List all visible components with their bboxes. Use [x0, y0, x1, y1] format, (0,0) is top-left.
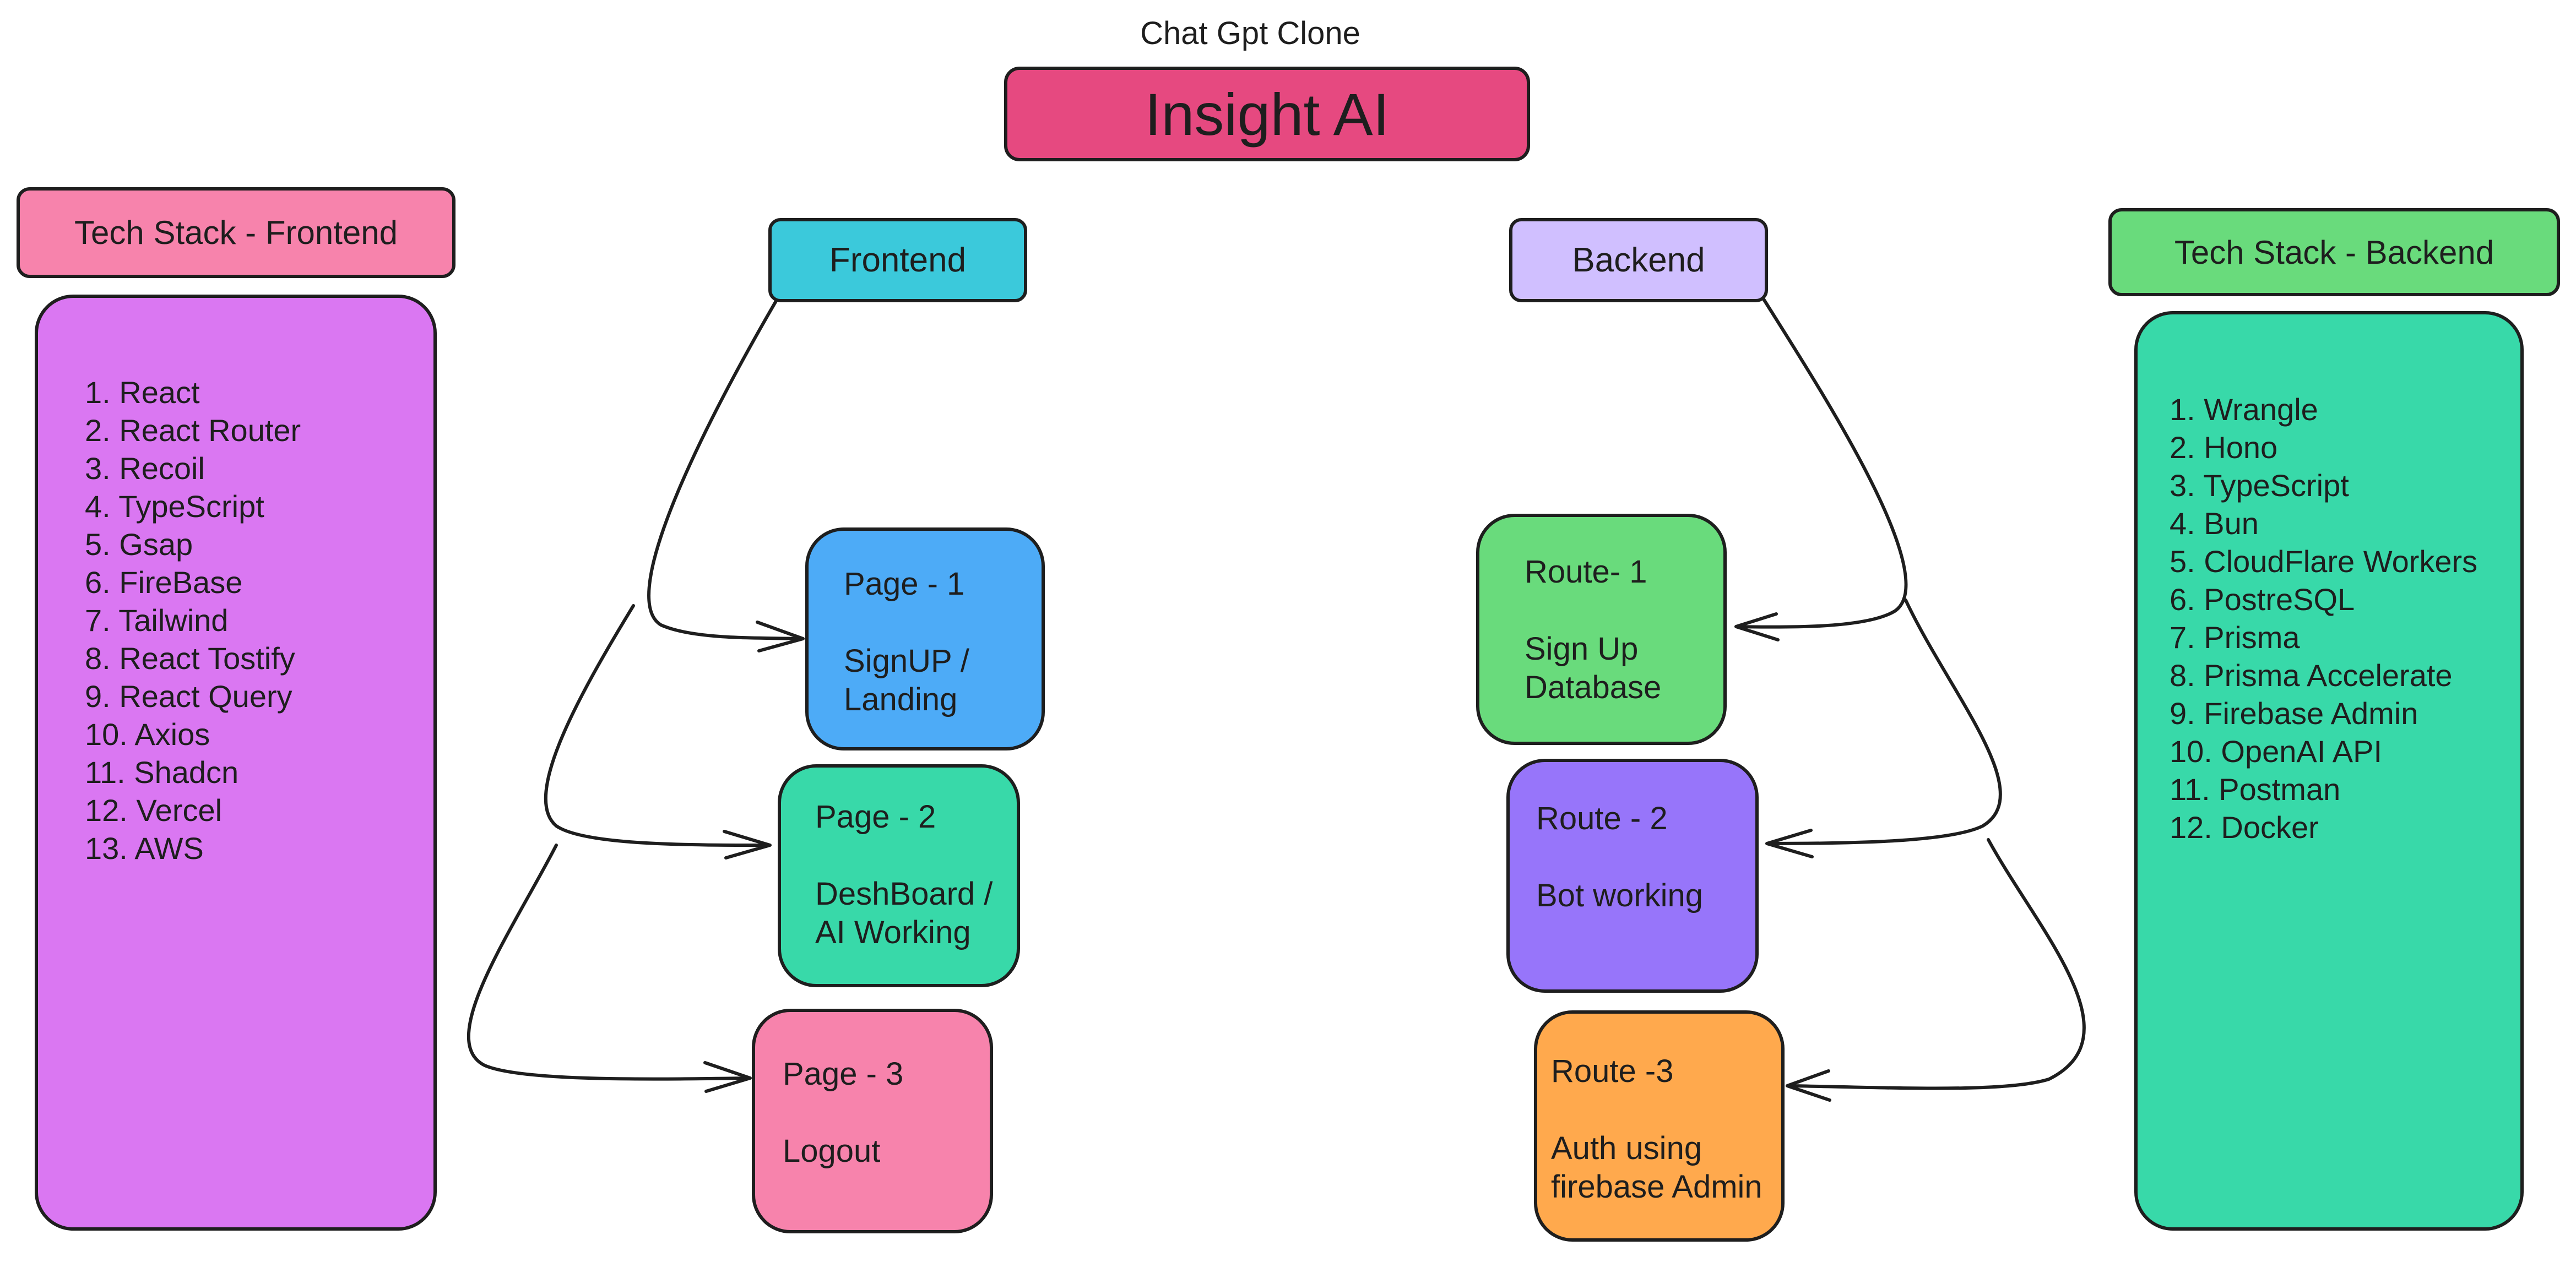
route-2-description: Bot working	[1536, 878, 1704, 913]
backend-stack-item: 12. Docker	[2170, 810, 2319, 845]
frontend-stack-item: 11. Shadcn	[85, 755, 239, 790]
frontend-stack-list: 1. React 2. React Router 3. Recoil 4. Ty…	[85, 373, 301, 867]
page-2-node: Page - 2 DeshBoard / AI Working	[778, 764, 1020, 987]
page-3-title: Page - 3	[783, 1056, 904, 1092]
arrowhead-route-2	[1765, 829, 1814, 858]
arrow-backend-to-route-3	[1788, 838, 2086, 1090]
arrowhead-route-3	[1786, 1069, 1831, 1102]
frontend-node: Frontend	[768, 218, 1027, 302]
frontend-stack-item: 12. Vercel	[85, 793, 223, 828]
backend-stack-item: 11. Postman	[2170, 772, 2341, 807]
backend-node: Backend	[1509, 218, 1768, 302]
frontend-stack-item: 13. AWS	[85, 831, 204, 866]
backend-stack-item: 9. Firebase Admin	[2170, 696, 2418, 731]
diagram-title: Insight AI	[1004, 67, 1530, 161]
route-1-description: Sign Up Database	[1525, 631, 1662, 705]
backend-stack-item: 10. OpenAI API	[2170, 734, 2383, 769]
frontend-stack-header: Tech Stack - Frontend	[17, 187, 455, 278]
arrow-frontend-to-page-3	[467, 844, 751, 1081]
page-2-description: DeshBoard / AI Working	[815, 876, 993, 950]
page-3-node: Page - 3 Logout	[752, 1009, 993, 1233]
arrowhead-route-1	[1734, 612, 1780, 641]
arrow-frontend-to-page-1	[647, 298, 803, 640]
backend-stack-item: 6. PostreSQL	[2170, 582, 2355, 617]
backend-stack-item: 7. Prisma	[2170, 620, 2300, 655]
arrow-backend-to-route-2	[1767, 599, 2002, 845]
diagram-subtitle: Chat Gpt Clone	[1140, 15, 1360, 51]
page-3-description: Logout	[783, 1133, 881, 1169]
arrowhead-page-3	[703, 1061, 752, 1093]
arrowhead-page-1	[756, 621, 805, 652]
route-3-title: Route -3	[1551, 1053, 1674, 1089]
route-2-title: Route - 2	[1536, 801, 1668, 836]
arrow-frontend-to-page-2	[544, 604, 770, 847]
frontend-stack-item: 3. Recoil	[85, 451, 205, 486]
frontend-stack-item: 6. FireBase	[85, 565, 243, 600]
page-2-title: Page - 2	[815, 799, 936, 835]
frontend-stack-item: 9. React Query	[85, 679, 292, 714]
arrow-backend-to-route-1	[1736, 296, 1908, 629]
route-1-node: Route- 1 Sign Up Database	[1476, 514, 1727, 745]
arrowhead-page-2	[723, 830, 772, 860]
frontend-stack-item: 2. React Router	[85, 413, 301, 448]
route-1-title: Route- 1	[1525, 554, 1647, 590]
page-1-description: SignUP / Landing	[844, 643, 969, 717]
backend-stack-item: 8. Prisma Accelerate	[2170, 658, 2453, 693]
route-2-node: Route - 2 Bot working	[1506, 759, 1759, 993]
frontend-stack-item: 4. TypeScript	[85, 489, 264, 524]
backend-stack-header: Tech Stack - Backend	[2108, 208, 2560, 296]
route-3-description: Auth using firebase Admin	[1551, 1130, 1762, 1205]
page-1-node: Page - 1 SignUP / Landing	[805, 527, 1045, 750]
backend-stack-item: 2. Hono	[2170, 430, 2278, 465]
route-3-node: Route -3 Auth using firebase Admin	[1534, 1010, 1785, 1242]
frontend-stack-item: 1. React	[85, 375, 200, 410]
backend-stack-item: 1. Wrangle	[2170, 392, 2318, 427]
frontend-stack-item: 8. React Tostify	[85, 641, 295, 676]
frontend-stack-item: 10. Axios	[85, 717, 210, 752]
backend-stack-item: 4. Bun	[2170, 506, 2259, 541]
frontend-stack-item: 5. Gsap	[85, 527, 193, 562]
backend-stack-list: 1. Wrangle 2. Hono 3. TypeScript 4. Bun …	[2170, 390, 2477, 846]
backend-stack-item: 3. TypeScript	[2170, 468, 2349, 503]
frontend-stack-panel: 1. React 2. React Router 3. Recoil 4. Ty…	[35, 295, 437, 1231]
frontend-stack-item: 7. Tailwind	[85, 603, 229, 638]
page-1-title: Page - 1	[844, 566, 965, 602]
backend-stack-panel: 1. Wrangle 2. Hono 3. TypeScript 4. Bun …	[2134, 311, 2524, 1231]
backend-stack-item: 5. CloudFlare Workers	[2170, 544, 2478, 579]
